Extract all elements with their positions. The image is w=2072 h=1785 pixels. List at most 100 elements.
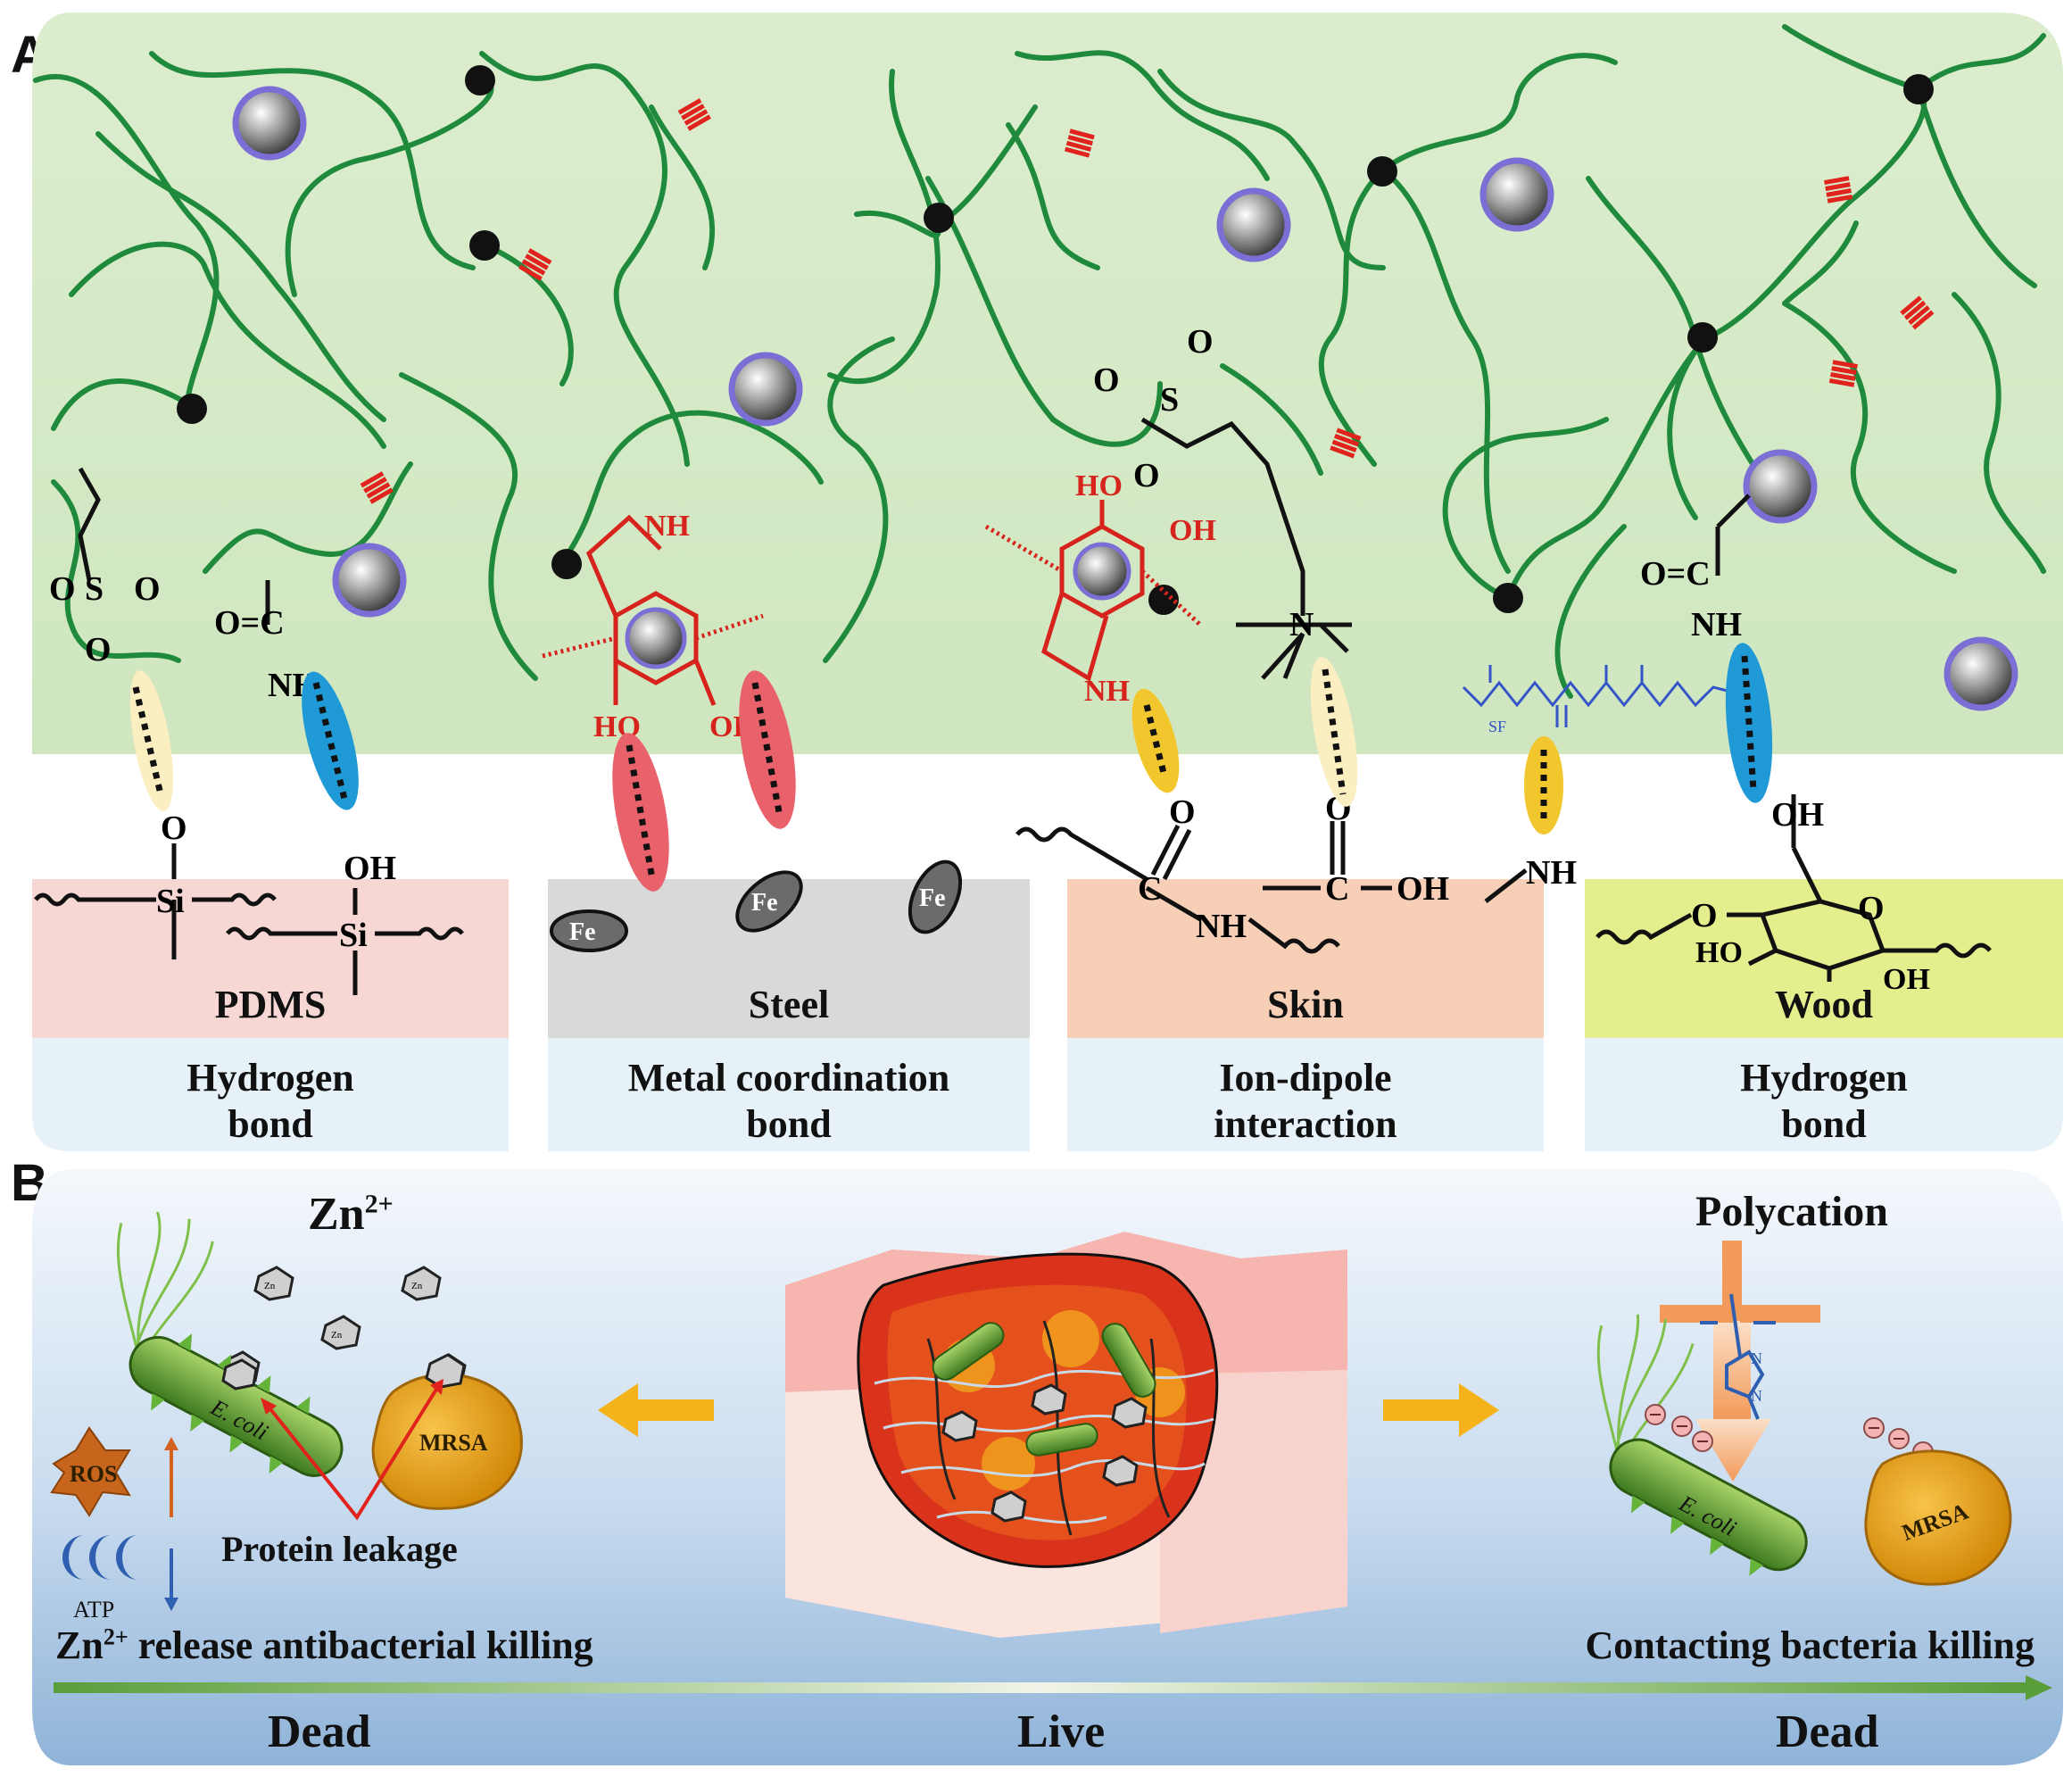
hydrogen-bond-ellipse <box>129 670 174 811</box>
chem-label: NH <box>644 510 690 543</box>
release-arrow-left <box>598 1383 714 1437</box>
substrate-label-steel: Steel <box>748 983 830 1026</box>
skin-substrate <box>1067 879 1544 1038</box>
dynamic-bond-marker <box>1330 428 1362 459</box>
polymer-chain <box>33 73 220 422</box>
bond-type-pdms: Hydrogen bond <box>32 1055 509 1148</box>
interface-gap <box>32 754 2063 870</box>
polymer-chain <box>51 378 195 431</box>
polymer-chain <box>479 51 690 467</box>
status-dead-right: Dead <box>1776 1706 1879 1757</box>
polymer-chain <box>95 131 386 422</box>
status-dead-left: Dead <box>268 1706 371 1757</box>
bond-type-wood: Hydrogen bond <box>1585 1055 2063 1148</box>
zn-ion-token <box>221 1358 258 1391</box>
chem-label: O <box>1169 793 1196 831</box>
polymer-chain <box>1916 87 2037 288</box>
zn-ion-token <box>1102 1455 1139 1487</box>
crosslink-node <box>1148 585 1179 615</box>
dynamic-bond-marker <box>1900 295 1935 330</box>
fe-ion <box>735 870 803 933</box>
ion-dipole-ellipse <box>1524 736 1563 834</box>
chem-label: NH <box>1084 675 1130 708</box>
polymer-chain <box>69 241 386 449</box>
bond-type-line: Hydrogen <box>1740 1056 1908 1100</box>
ion-dipole-ellipse <box>1131 688 1180 793</box>
polymer-chain <box>51 479 181 663</box>
chem-label: O <box>161 809 187 847</box>
nanoparticle <box>332 543 407 618</box>
polymer-chain <box>1554 524 1627 699</box>
ros-burst-icon <box>50 1426 131 1517</box>
imidazolium-n-plus: N <box>1751 1349 1762 1367</box>
chem-label: NH <box>1691 606 1742 643</box>
chem-label: O <box>85 631 112 668</box>
polymer-chain <box>827 69 941 384</box>
polycation-structure <box>1660 1241 1820 1482</box>
mrsa-label: MRSA <box>419 1430 488 1456</box>
chem-label: C <box>1138 870 1162 908</box>
polymer-chain <box>925 176 1163 447</box>
zn-ion-token <box>941 1410 978 1442</box>
polymer-chain <box>1006 122 1100 270</box>
polymer-chain <box>649 104 716 270</box>
crosslink-node <box>465 65 495 95</box>
polymer-chain <box>1442 417 1609 601</box>
bond-type-skin: Ion-dipole interaction <box>1067 1055 1544 1148</box>
polymer-chain <box>285 78 494 297</box>
chem-label: O <box>134 570 161 608</box>
atp-crescent-icon <box>62 1535 85 1580</box>
atp-label: ATP <box>73 1597 114 1623</box>
protein-leakage-label: Protein leakage <box>221 1529 458 1569</box>
skin-bond-strip <box>1067 1038 1544 1151</box>
fe-label: Fe <box>569 918 596 946</box>
pdms-bond-strip <box>32 1038 509 1151</box>
polymer-chain <box>1667 336 1707 520</box>
zn-ion-token <box>320 1315 361 1350</box>
chem-label: O <box>1133 457 1160 494</box>
polymer-chain <box>1702 87 1927 342</box>
bond-type-line: Ion-dipole <box>1219 1056 1392 1100</box>
wood-substrate <box>1585 879 2063 1038</box>
chem-label: NH <box>1526 854 1577 892</box>
polymer-chain <box>149 51 476 270</box>
zn-token-label: Zn <box>331 1330 343 1341</box>
gel-fiber <box>874 1368 1214 1389</box>
zn-ion-token <box>253 1266 294 1301</box>
crosslink-node <box>469 230 500 261</box>
timeline-arrow <box>54 1682 2026 1693</box>
crosslink-node <box>1493 583 1523 613</box>
nanoparticle <box>1216 187 1291 262</box>
caption-charge: 2+ <box>103 1623 128 1650</box>
polycation-heading: Polycation <box>1695 1188 1888 1235</box>
polymer-chain <box>1380 167 1511 574</box>
zn-ion-token <box>1031 1383 1067 1416</box>
polymer-chain <box>1220 363 1323 476</box>
bond-type-line: Metal coordination <box>627 1056 950 1100</box>
polymer-chain <box>1952 292 2046 574</box>
polymer-chain <box>1015 50 1270 181</box>
chem-label: S <box>85 570 104 608</box>
chem-label: OH <box>1883 963 1930 996</box>
polymer-chain <box>1318 167 1386 467</box>
zn-ion-token <box>1111 1397 1148 1429</box>
zn-ion-token <box>401 1266 442 1301</box>
status-live: Live <box>1017 1706 1106 1757</box>
crosslink-node <box>1687 322 1718 353</box>
chem-label: O=C <box>214 604 285 642</box>
zn-token-label: Zn <box>411 1281 423 1291</box>
crosslink-node <box>551 549 582 579</box>
chem-label: O <box>1691 897 1718 934</box>
chem-label: OH <box>1771 796 1824 834</box>
chem-label: N <box>1289 606 1314 643</box>
chem-label: O=C <box>1640 555 1711 593</box>
ros-label: ROS <box>70 1461 117 1487</box>
ecoli-right <box>1596 1314 1808 1576</box>
bond-type-line: interaction <box>1214 1101 1397 1146</box>
zn-symbol: Zn <box>308 1189 365 1240</box>
crosslink-node <box>1367 156 1397 187</box>
polymer-chain <box>1782 220 1859 306</box>
chem-label: Si <box>339 917 368 954</box>
dynamic-bond-marker <box>677 98 711 131</box>
polymer-chain <box>1505 336 1707 601</box>
